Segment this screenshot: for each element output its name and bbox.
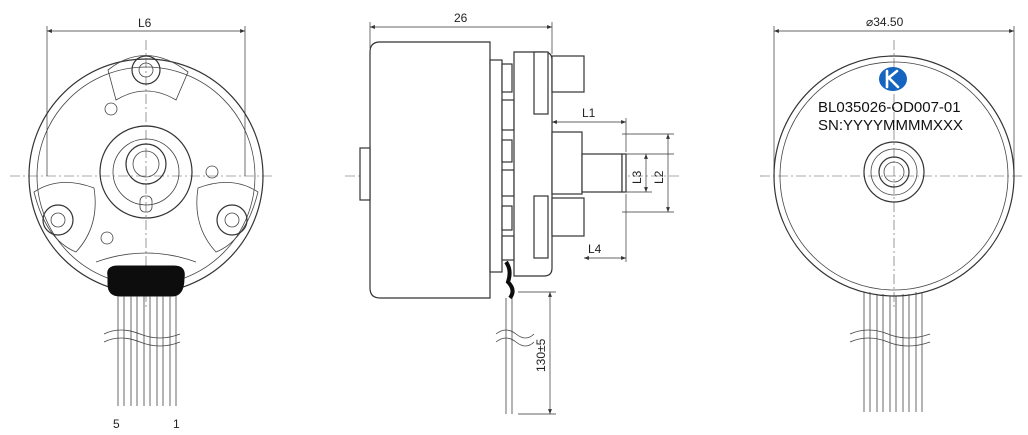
- front-small-hole: [100, 231, 114, 245]
- side-upper-boss: [551, 55, 585, 93]
- front-top-mount-hole: [138, 62, 154, 78]
- front-wire-bundle: [103, 296, 181, 406]
- front-hub-outer: [99, 125, 193, 219]
- front-left-lobe: [33, 181, 96, 253]
- side-flange-step-top: [533, 51, 549, 115]
- side-dim-L1-label: L1: [582, 106, 596, 120]
- side-hub: [551, 131, 583, 195]
- side-pcb-board: [489, 59, 503, 273]
- side-dim-lead-label: 130±5: [534, 338, 548, 372]
- k-logo-icon: [879, 67, 907, 91]
- side-pcb-components: [501, 63, 515, 261]
- back-wire-break-mark-bottom: [849, 337, 931, 347]
- side-motor-can: [369, 41, 491, 299]
- front-small-hole: [104, 102, 118, 116]
- front-key-slot: [139, 195, 153, 213]
- front-hub-ring: [112, 138, 180, 206]
- side-shaft-tip: [621, 153, 627, 193]
- side-rear-bearing: [359, 147, 371, 201]
- front-dim-width-label: L6: [138, 16, 152, 30]
- front-wire-connector: [107, 265, 185, 297]
- front-left-mount-hole: [50, 212, 66, 228]
- front-lower-channel: [95, 252, 197, 263]
- back-bearing-outer: [863, 141, 925, 203]
- back-wire-bundle: [849, 292, 931, 412]
- back-bearing-inner: [878, 156, 910, 188]
- side-flange-step-bottom: [533, 195, 549, 259]
- front-left-mount-boss: [42, 204, 74, 236]
- back-serial-number: SN:YYYYMMMMXXX: [818, 117, 963, 134]
- front-view: 5 1 L6: [10, 16, 272, 431]
- side-lead-break-mark-bottom: [495, 337, 535, 347]
- side-shaft-shoulder: [581, 153, 623, 193]
- side-dim-L3-label: L3: [630, 170, 644, 184]
- side-lower-boss: [551, 197, 585, 237]
- front-shaft: [132, 150, 160, 178]
- front-top-mount-boss: [131, 55, 161, 85]
- front-wire-break-mark-bottom: [103, 337, 181, 347]
- side-dim-length-label: 26: [454, 11, 468, 25]
- back-bearing-ring: [870, 148, 918, 196]
- side-view: 26 L1 L4 L3 L2 130±5: [345, 11, 680, 415]
- side-dim-L4-label: L4: [588, 242, 602, 256]
- back-view: BL035026-OD007-01 SN:YYYYMMMMXXX ⌀34.50: [760, 15, 1022, 412]
- front-top-lobe: [107, 55, 189, 101]
- front-right-lobe: [196, 181, 259, 253]
- front-right-mount-boss: [216, 204, 248, 236]
- front-pin-first-label: 5: [113, 417, 120, 431]
- side-lead-exit: [504, 260, 515, 300]
- back-part-number: BL035026-OD007-01: [818, 99, 961, 116]
- back-wire-break-mark-top: [849, 329, 931, 339]
- side-dim-L2-label: L2: [652, 170, 666, 184]
- front-pin-last-label: 1: [173, 417, 180, 431]
- back-bearing-bore: [883, 161, 905, 183]
- front-wire-break-mark-top: [103, 329, 181, 339]
- back-inner-rim: [779, 61, 1009, 291]
- back-dim-diameter-label: ⌀34.50: [866, 15, 904, 29]
- side-lead-break-mark-top: [495, 329, 535, 339]
- front-right-mount-hole: [224, 212, 240, 228]
- front-shaft-collar: [125, 143, 167, 185]
- front-small-hole: [205, 165, 219, 179]
